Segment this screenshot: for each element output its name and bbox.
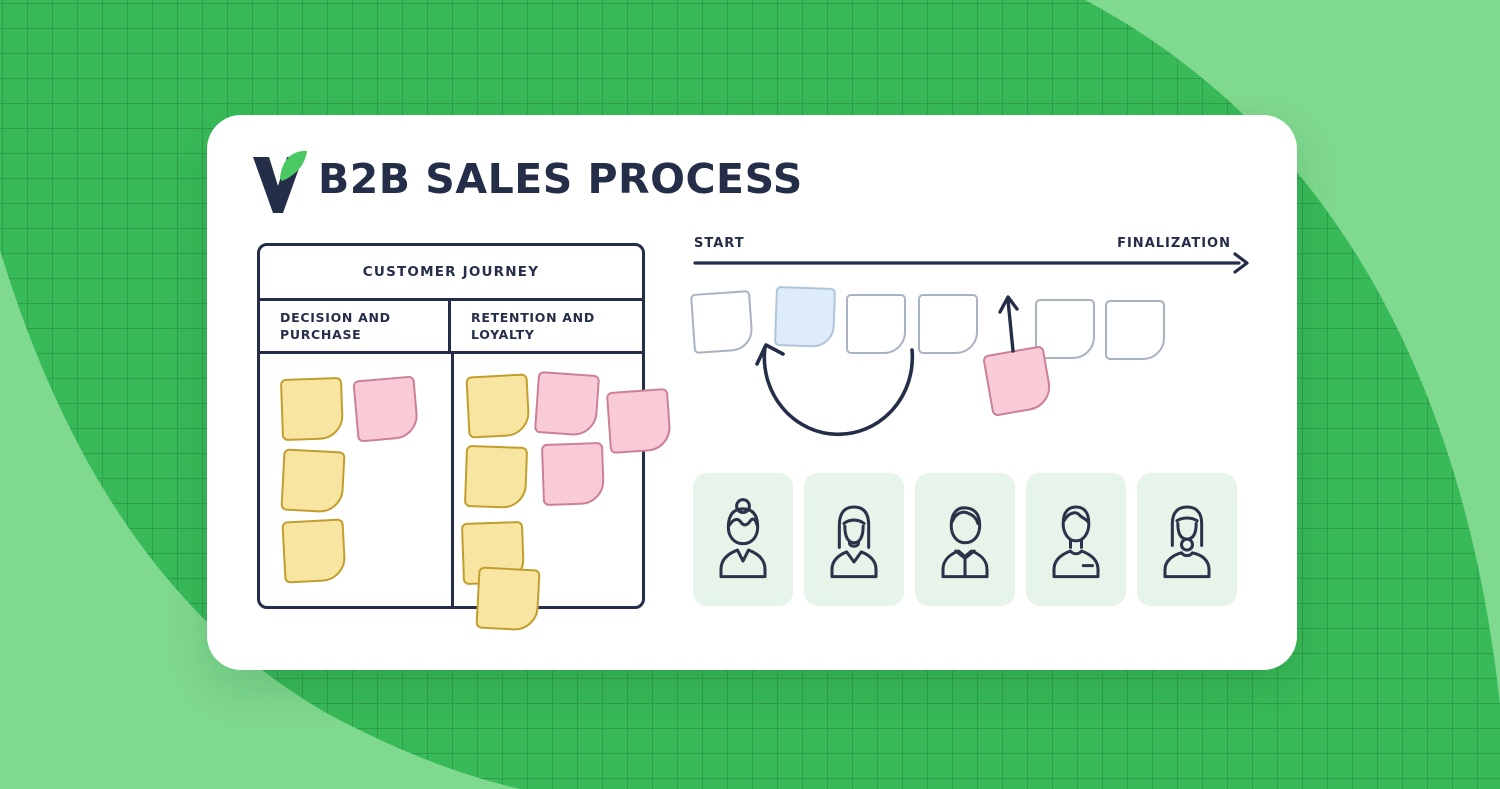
sticky-note-outline[interactable] xyxy=(1105,300,1165,360)
up-arrow-icon[interactable] xyxy=(997,293,1025,355)
sticky-note-yellow[interactable] xyxy=(465,373,531,439)
sticky-note-yellow[interactable] xyxy=(279,376,345,442)
team-avatar-row xyxy=(693,473,1237,606)
avatar-card[interactable] xyxy=(1137,473,1237,606)
man-pocket-avatar-icon xyxy=(1052,504,1100,578)
curved-loop-arrow-icon[interactable] xyxy=(755,337,930,442)
sticky-note-pink[interactable] xyxy=(533,370,601,438)
man-collar-avatar-icon xyxy=(941,505,989,578)
sticky-note-outline[interactable] xyxy=(846,294,906,354)
avatar-card[interactable] xyxy=(804,473,904,606)
whiteboard-card: B2B SALES PROCESS CUSTOMER JOURNEY DECIS… xyxy=(207,115,1297,670)
sticky-note-outline[interactable] xyxy=(689,289,755,355)
sticky-note-yellow[interactable] xyxy=(463,444,529,510)
sticky-note-yellow[interactable] xyxy=(475,566,541,632)
sticky-note-pink[interactable] xyxy=(540,441,606,507)
sticky-note-yellow[interactable] xyxy=(281,518,347,584)
timeline-start-label: START xyxy=(694,236,745,251)
table-column-divider xyxy=(451,354,454,606)
woman-bun-avatar-icon xyxy=(719,497,767,578)
right-arrow-icon[interactable] xyxy=(691,251,1251,275)
sticky-note-outline[interactable] xyxy=(918,294,978,354)
column-header-retention-and-loyalty: RETENTION AND LOYALTY xyxy=(471,309,595,343)
timeline-end-label: FINALIZATION xyxy=(1117,236,1231,251)
sticky-note-pink[interactable] xyxy=(982,345,1054,417)
woman-short-bob-avatar-icon xyxy=(1163,504,1211,578)
table-title: CUSTOMER JOURNEY xyxy=(260,246,642,301)
avatar-card[interactable] xyxy=(915,473,1015,606)
column-header-decision-and-purchase: DECISION AND PURCHASE xyxy=(260,301,451,351)
sticky-note-outline[interactable] xyxy=(1035,299,1095,359)
v-leaf-logo-icon xyxy=(253,150,307,213)
avatar-card[interactable] xyxy=(693,473,793,606)
woman-bob-avatar-icon xyxy=(830,504,878,578)
sticky-note-yellow[interactable] xyxy=(280,448,346,514)
avatar-card[interactable] xyxy=(1026,473,1126,606)
sticky-note-pink[interactable] xyxy=(605,387,673,455)
sticky-note-pink[interactable] xyxy=(352,375,420,443)
page-title: B2B SALES PROCESS xyxy=(318,155,803,203)
timeline-notes-layer xyxy=(207,115,1297,670)
